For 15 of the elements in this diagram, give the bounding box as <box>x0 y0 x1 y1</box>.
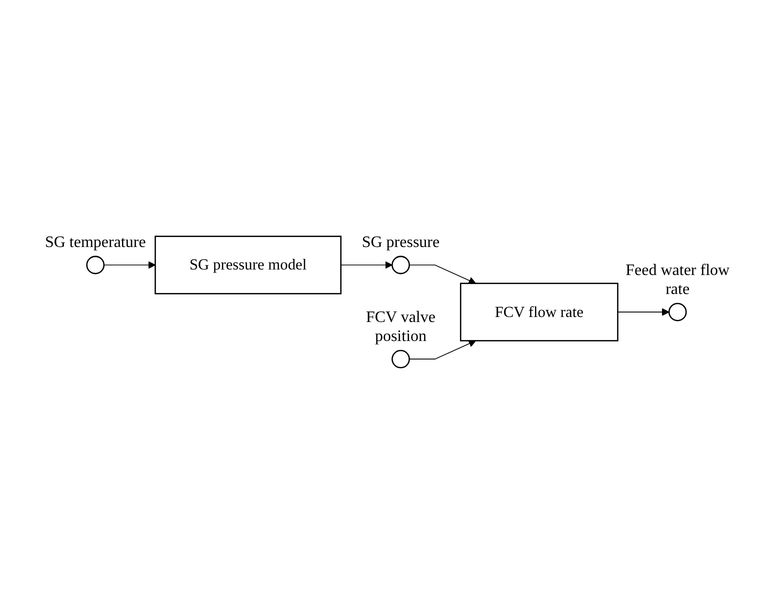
arrow <box>617 308 670 316</box>
node-box: FCV flow rate <box>460 282 618 342</box>
node-caption: SG temperature <box>44 233 147 252</box>
arrow <box>408 264 476 284</box>
arrow <box>104 261 156 269</box>
arrow <box>408 340 476 360</box>
node-circle <box>86 256 105 274</box>
node-box: SG pressure model <box>154 236 342 294</box>
node-caption: FCV valve position <box>364 308 436 347</box>
arrow <box>340 261 393 269</box>
node-circle <box>668 302 687 322</box>
node-circle <box>392 256 410 274</box>
node-circle <box>392 350 410 368</box>
node-caption: SG pressure <box>360 233 441 252</box>
node-caption: Feed water flow rate <box>624 261 731 300</box>
